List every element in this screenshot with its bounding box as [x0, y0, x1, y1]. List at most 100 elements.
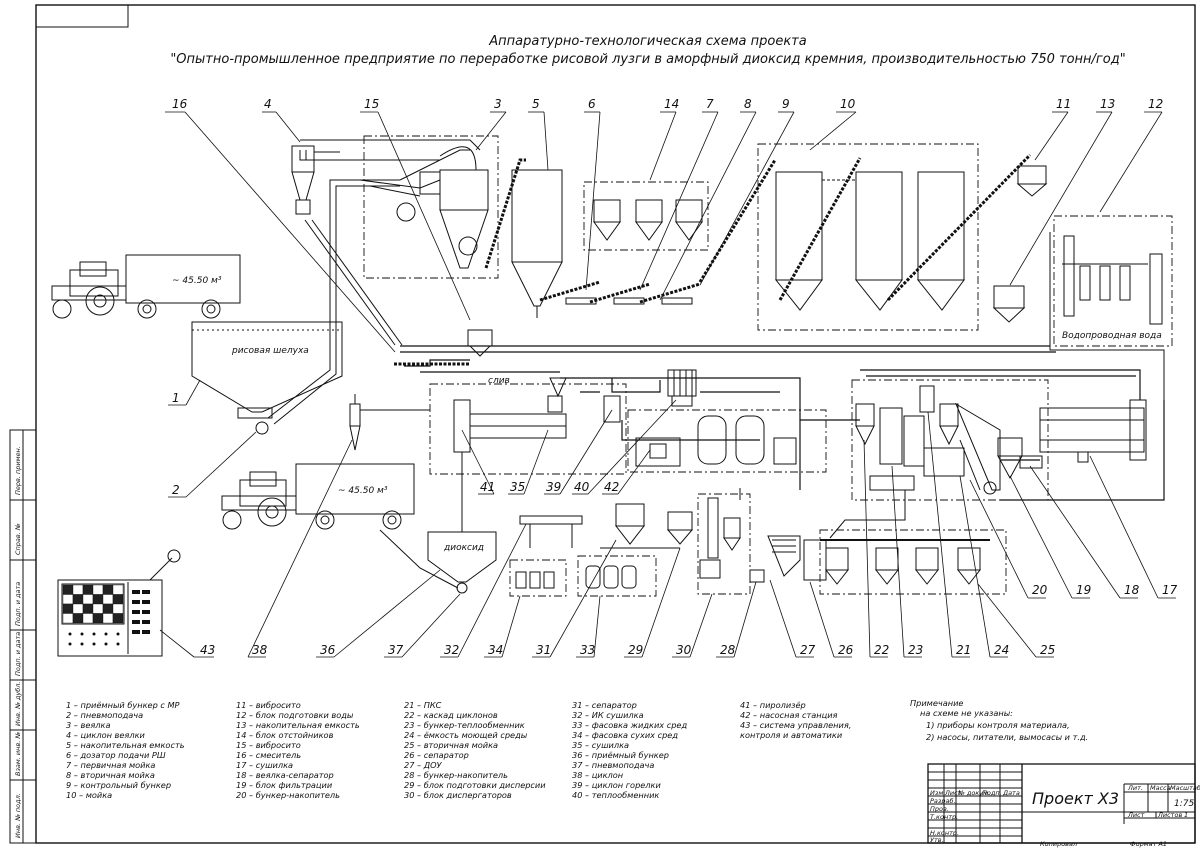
- screen-cell: [82, 584, 94, 595]
- legend-item: 26 – сепаратор: [404, 750, 469, 760]
- callout-18: 18: [1124, 583, 1140, 597]
- stamp-row-izm: Изм.: [930, 789, 945, 797]
- callout-27: 27: [800, 643, 816, 657]
- stamp-project: Проект Х3: [1032, 789, 1119, 808]
- callout-32: 32: [444, 643, 459, 657]
- packing-33: [585, 565, 637, 589]
- title-line-1: Аппаратурно-технологическая схема проект…: [488, 34, 806, 49]
- callout-3: 3: [494, 97, 502, 111]
- callout-9: 9: [782, 97, 790, 111]
- legend-item: 18 – веялка-сепаратор: [236, 770, 334, 780]
- block-pks: [851, 379, 1049, 501]
- block-33: [577, 555, 657, 597]
- packing-34: [515, 571, 555, 589]
- side-callouts: 41 35 39 40 42 20 19 18 17: [480, 480, 1178, 597]
- water-label: Водопроводная вода: [1062, 331, 1162, 341]
- truck-volume-1: ~ 45.50 м³: [172, 276, 222, 286]
- callout-39: 39: [546, 480, 561, 494]
- block-washers: [819, 529, 1007, 595]
- callout-10: 10: [840, 97, 856, 111]
- side-leaders: [461, 399, 1176, 599]
- heat-exchanger-40: [667, 369, 697, 407]
- truck-bottom: [221, 463, 415, 530]
- callout-41: 41: [480, 480, 495, 494]
- callout-14: 14: [664, 97, 679, 111]
- callout-29: 29: [628, 643, 643, 657]
- truck-volume-2: ~ 45.50 м³: [338, 486, 388, 496]
- legend-item: 4 – циклон веялки: [66, 730, 146, 740]
- silos-10: [774, 171, 965, 311]
- legend-item: 2 – пневмоподача: [66, 710, 143, 720]
- legend-item: 39 – циклон горелки: [572, 780, 661, 790]
- title-block: [927, 763, 1196, 844]
- legend-item: 16 – смеситель: [236, 750, 301, 760]
- control-panel-43: [57, 549, 181, 657]
- callout-6: 6: [588, 97, 596, 111]
- notes: Примечание на схеме не указаны: 1) прибо…: [910, 698, 1088, 742]
- truck-top: [51, 254, 241, 319]
- block-34: [509, 559, 567, 597]
- receiving-hopper: [191, 321, 343, 435]
- stamp-scale: 1:75: [1174, 799, 1194, 809]
- bottom-leaders: [159, 411, 1054, 658]
- screen-cell: [72, 603, 84, 614]
- notes-line-2: 1) приборы контроля материала,: [926, 720, 1070, 730]
- screen-cell: [92, 603, 104, 614]
- vibrosieve-11: [992, 165, 1048, 323]
- callout-35: 35: [510, 480, 525, 494]
- side-stamp-2: Справ. №: [14, 523, 22, 555]
- notes-line-3: 2) насосы, питатели, вымосасы и т.д.: [926, 732, 1088, 742]
- pyrolyzer-41: [453, 377, 621, 532]
- control-panel-buttons: [68, 590, 150, 646]
- cyclone-4: [291, 145, 340, 215]
- side-stamp-7: Инв. № подл.: [14, 793, 22, 838]
- stamp-row-razrab: Разраб.: [930, 797, 956, 805]
- callout-7: 7: [706, 97, 714, 111]
- stamp-copied: Копировал: [1040, 840, 1077, 848]
- callout-16: 16: [172, 97, 188, 111]
- side-stamp-6: Подп. и дата: [14, 582, 22, 626]
- legend-item: 19 – блок фильтрации: [236, 780, 333, 790]
- callout-20: 20: [1032, 583, 1048, 597]
- notes-line-1: на схеме не указаны:: [920, 708, 1013, 718]
- pks-21-24: [855, 385, 1001, 491]
- callout-25: 25: [1040, 643, 1055, 657]
- legend-item: 24 – ёмкость моющей среды: [404, 730, 528, 740]
- legend-item: 25 – вторичная мойка: [404, 740, 498, 750]
- legend-item: 15 – вибросито: [236, 740, 301, 750]
- side-stamp-3: Подп. и дата: [14, 632, 22, 676]
- screen-cell: [82, 594, 94, 605]
- stamp-row-utv: Утв.: [930, 836, 944, 844]
- legend-item: 12 – блок подготовки воды: [236, 710, 354, 720]
- pump-station-42: [635, 415, 797, 467]
- screen-cell: [102, 594, 114, 605]
- legend-item: 42 – насосная станция: [740, 710, 838, 720]
- legend-item: 1 – приёмный бункер с МР: [66, 700, 180, 710]
- dioxide-hopper-36: [379, 529, 497, 594]
- screen-cell: [72, 613, 84, 624]
- stamp-col-mass: Масса: [1150, 784, 1171, 792]
- legend-item: 3 – веялка: [66, 720, 111, 730]
- callout-34: 34: [488, 643, 503, 657]
- title-block-text: Проект Х3 Лит. Масса Масштаб 1:75 Лист Л…: [930, 784, 1200, 848]
- screen-cell: [102, 613, 114, 624]
- screen-cell: [102, 584, 114, 595]
- callout-5: 5: [532, 97, 540, 111]
- block-12: [1053, 215, 1173, 347]
- washers-7-8-9: [539, 153, 1032, 305]
- stamp-col-doc: № докум.: [957, 789, 990, 797]
- callout-21: 21: [956, 643, 971, 657]
- stamp-col-date: Дата: [1002, 789, 1020, 797]
- callout-31: 31: [536, 643, 551, 657]
- screen-cell: [82, 603, 94, 614]
- callout-28: 28: [720, 643, 736, 657]
- filter-19: [959, 437, 1043, 495]
- stamp-col-list: Лист: [944, 789, 962, 797]
- ir-dryer-32: [519, 503, 694, 549]
- legend-item: контроля и автоматики: [740, 730, 843, 740]
- slag-label: слив: [488, 376, 510, 386]
- legend-item: 33 – фасовка жидких сред: [572, 720, 687, 730]
- screen-cell: [92, 613, 104, 624]
- water-prep-12: [1049, 232, 1165, 400]
- legend-item: 7 – первичная мойка: [66, 760, 155, 770]
